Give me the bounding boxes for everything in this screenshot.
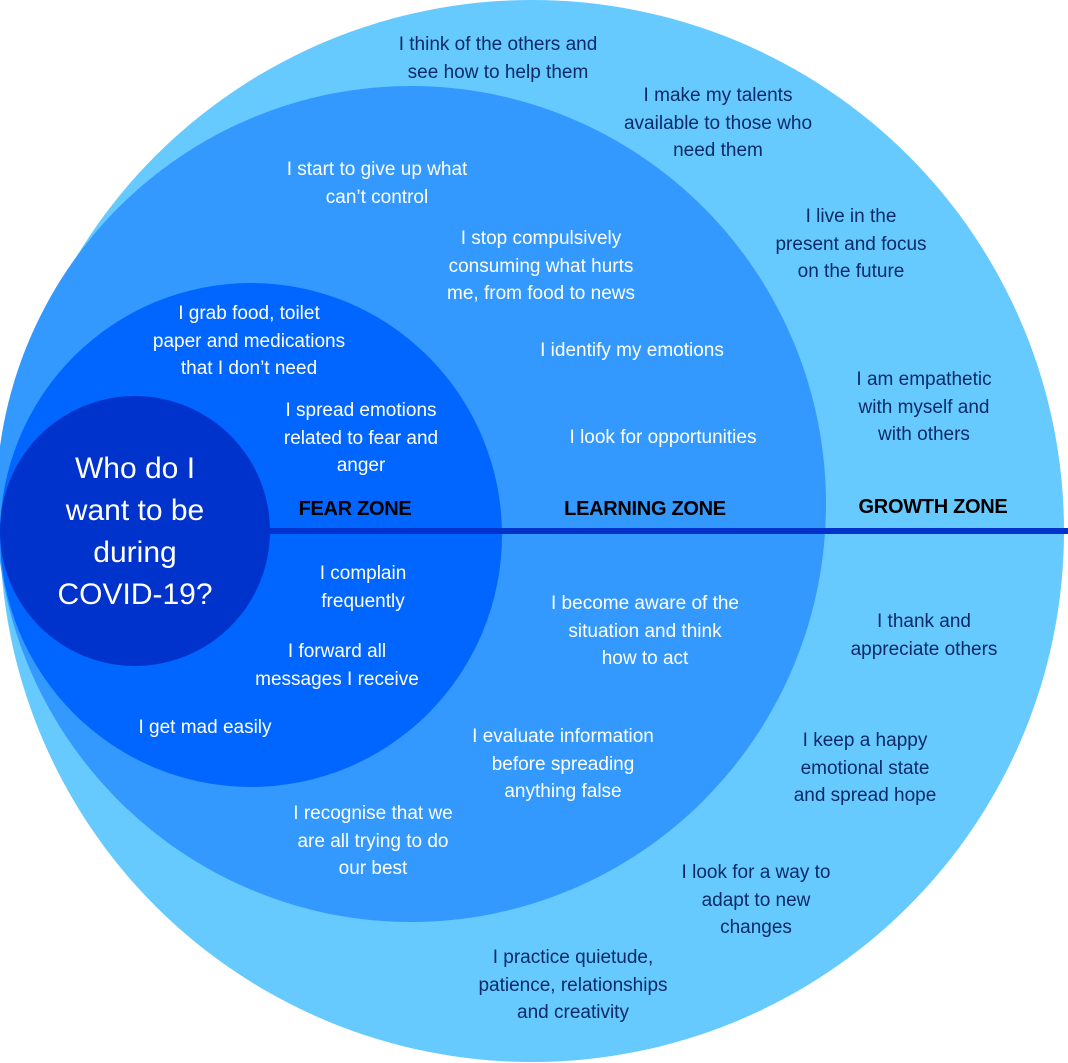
growth-item: I practice quietude,patience, relationsh… [478, 947, 668, 1023]
center-line: Who do I [74, 452, 196, 485]
learning-zone-label: LEARNING ZONE [564, 498, 726, 520]
fear-zone-label: FEAR ZONE [298, 498, 412, 520]
zone-divider-line [270, 528, 1068, 534]
growth-zone-label: GROWTH ZONE [858, 496, 1008, 518]
center-line: COVID-19? [57, 578, 213, 611]
center-question: Who do I want to be during COVID-19? [57, 448, 212, 616]
learning-item: I look for opportunities [569, 427, 757, 448]
fear-item: I get mad easily [138, 717, 272, 738]
center-line: during [93, 536, 177, 569]
center-line: want to be [65, 494, 205, 527]
learning-item: I identify my emotions [540, 340, 724, 361]
center-circle [0, 396, 270, 666]
